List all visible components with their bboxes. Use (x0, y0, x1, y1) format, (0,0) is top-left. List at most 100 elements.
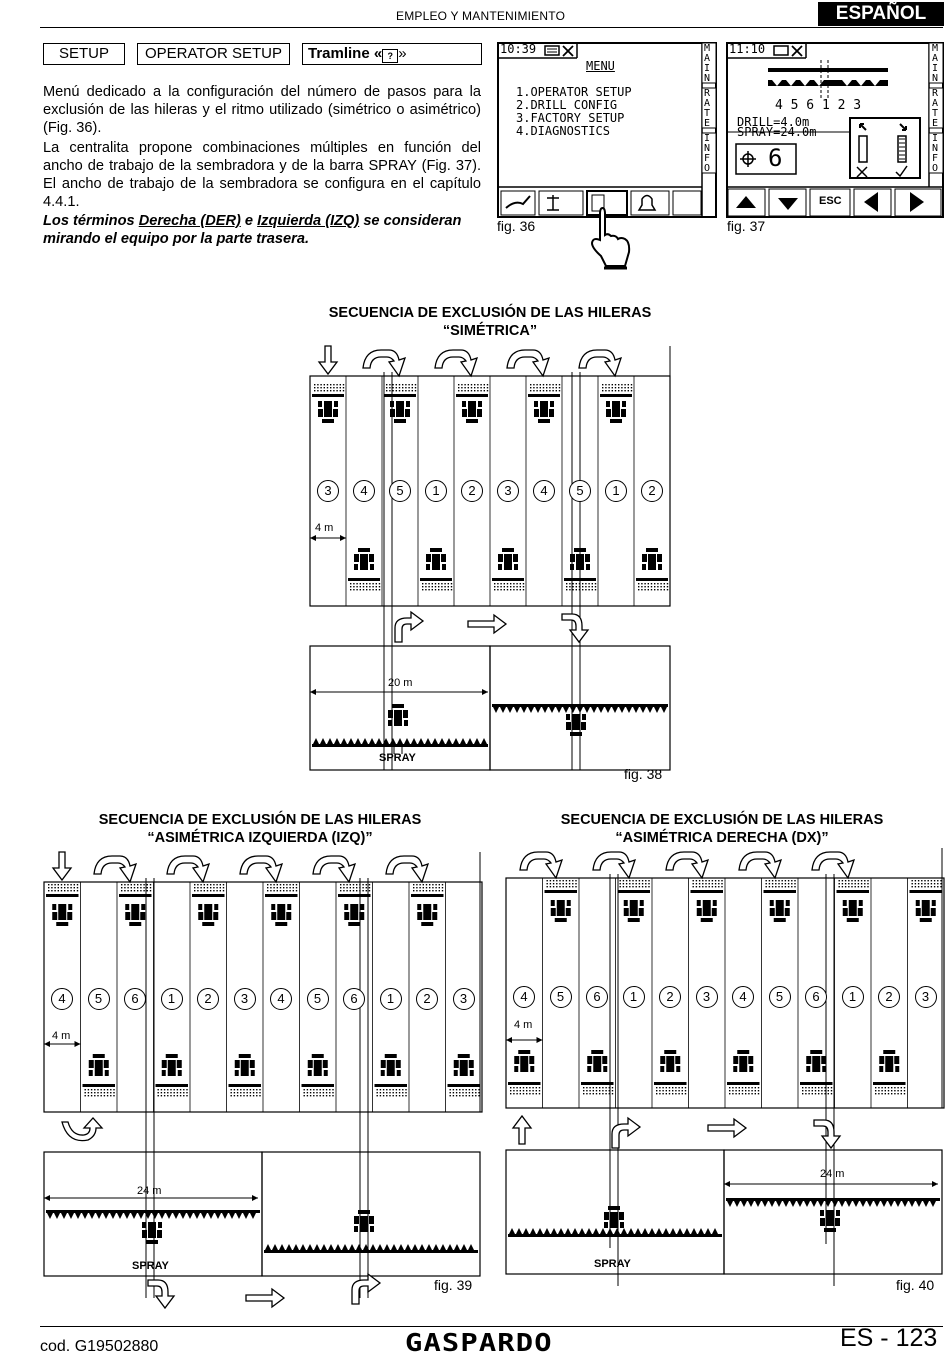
spray-field-right (723, 1149, 943, 1275)
row-number-badge: 6 (343, 988, 365, 1010)
row-number-badge: 5 (768, 986, 791, 1008)
curved-arrow-icon (811, 851, 856, 880)
fig38-spray-label: SPRAY (379, 752, 416, 764)
row-number-badge: 2 (659, 986, 681, 1008)
row-number-badge: 3 (695, 986, 718, 1008)
seeder-dots (340, 884, 371, 892)
seeder-dots (656, 1087, 687, 1095)
footer-rule (40, 1326, 943, 1327)
fig38-title-2: “SIMÉTRICA” (442, 323, 538, 339)
turn-arrow-icon (561, 613, 590, 644)
right-arrow-icon (467, 613, 508, 635)
tractor-icon (125, 904, 146, 926)
tractor-icon (550, 900, 571, 922)
tractor-icon (733, 1050, 754, 1072)
header-rule (40, 27, 943, 28)
tractor-icon (307, 1054, 328, 1076)
document-code: cod. G19502880 (40, 1338, 159, 1355)
seeder-bar (374, 1084, 407, 1087)
row-number-badge: 5 (306, 988, 329, 1010)
seeder-bar (617, 890, 650, 893)
seeder-dots (230, 1089, 261, 1097)
right-arrow-icon (245, 1287, 286, 1309)
tractor-icon (769, 900, 790, 922)
curved-arrow-icon (665, 851, 710, 880)
row-number-badge: 2 (461, 480, 483, 502)
seeder-bar (338, 894, 371, 897)
fig38-symmetric-diagram (309, 345, 671, 771)
fig40-spray-width: 24 m (820, 1168, 845, 1180)
tractor-icon (879, 1050, 900, 1072)
tractor-icon (820, 1210, 840, 1232)
orientation-note: Los términos Derecha (DER) e Izquierda (… (43, 212, 481, 248)
tractor-icon (354, 548, 374, 570)
tractor-icon (344, 904, 365, 926)
seeder-dots (619, 880, 650, 888)
seeder-bar (836, 890, 869, 893)
tractor-icon (606, 401, 626, 423)
row-number-badge: 6 (124, 988, 146, 1010)
fig40-spray-label: SPRAY (594, 1258, 631, 1270)
curved-arrow-icon (362, 349, 407, 378)
tractor-icon (142, 1222, 162, 1244)
seeder-bar (909, 890, 942, 893)
fig36-item-4: 4.DIAGNOSTICS (516, 124, 610, 138)
row-number-badge: 4 (533, 480, 555, 502)
spray-boom (492, 704, 668, 713)
curved-arrow-icon (506, 349, 551, 378)
seeder-bar (155, 1084, 188, 1087)
seeder-dots (350, 583, 381, 591)
tractor-icon (88, 1054, 109, 1076)
tractor-icon (417, 904, 438, 926)
seeder-dots (157, 1089, 188, 1097)
row-number-badge: 1 (425, 480, 447, 502)
fig36-caption: fig. 36 (497, 218, 536, 234)
language-badge: ESPAÑOL (818, 2, 944, 26)
note-part-2: e (240, 213, 258, 229)
tractor-icon (842, 900, 863, 922)
tractor-icon (462, 401, 482, 423)
row-number-badge: 5 (87, 988, 110, 1010)
fig39-asymmetric-left-diagram (43, 851, 483, 1310)
seeder-bar (727, 1082, 760, 1085)
seeder-bar (690, 890, 723, 893)
seeder-dots (530, 384, 561, 392)
curved-arrow-icon (385, 855, 430, 884)
seeder-dots (84, 1089, 115, 1097)
seeder-bar (763, 890, 796, 893)
fig36-item-3: 3.FACTORY SETUP (516, 111, 625, 125)
tractor-icon (696, 900, 717, 922)
fig39-caption: fig. 39 (434, 1277, 473, 1293)
curved-arrow-icon (519, 851, 564, 880)
row-number-badge: 1 (622, 986, 645, 1008)
tractor-icon (566, 714, 586, 736)
seeder-dots (267, 884, 298, 892)
fig36-tab-rate: RATE (704, 88, 711, 129)
seeder-bar (348, 578, 380, 581)
seeder-dots (729, 1087, 760, 1095)
turn-arrow-icon (351, 1272, 382, 1305)
seeder-bar (119, 894, 152, 897)
spray-boom (312, 738, 488, 747)
right-arrow-icon (707, 1117, 748, 1139)
row-number-badge: 1 (605, 480, 627, 502)
fig40-caption: fig. 40 (896, 1277, 935, 1293)
seeder-bar (411, 894, 444, 897)
tractor-icon (271, 904, 292, 926)
tractor-icon (604, 1206, 624, 1228)
fig39-title-1: SECUENCIA DE EXCLUSIÓN DE LAS HILERAS (98, 812, 422, 828)
tractor-icon (642, 548, 662, 570)
seeder-dots (583, 1087, 614, 1095)
turn-arrow-icon (147, 1279, 176, 1310)
fig36-tab-main: MAIN (704, 43, 711, 84)
row-number-badge: 5 (389, 480, 411, 502)
fig36-time: 10:39 (500, 42, 537, 56)
fig40-width-label: 4 m (514, 1019, 533, 1031)
row-number-badge: 6 (805, 986, 827, 1008)
curved-arrow-icon (93, 855, 138, 884)
tramline-breadcrumb: Tramline «?» (302, 43, 482, 65)
spray-boom (46, 1210, 260, 1219)
seeder-bar (301, 1084, 334, 1087)
curved-arrow-icon (592, 851, 637, 880)
tractor-icon (198, 904, 219, 926)
